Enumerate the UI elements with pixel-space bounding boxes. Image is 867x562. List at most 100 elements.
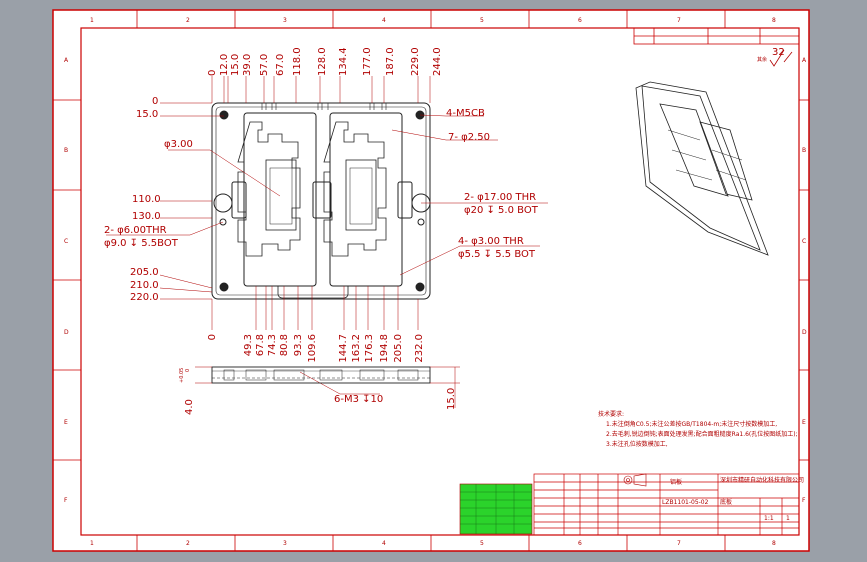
zone-right-e: E — [802, 419, 806, 426]
zone-top-7: 7 — [677, 17, 681, 24]
zone-bot-7: 7 — [677, 540, 681, 547]
zone-top-5: 5 — [480, 17, 484, 24]
zone-ticks — [53, 10, 809, 551]
zone-top-3: 3 — [283, 17, 287, 24]
dim-bot-144: 144.7 — [338, 334, 349, 363]
zone-right-a: A — [802, 57, 807, 64]
isometric-view — [635, 81, 769, 256]
notes-line3: 3.未注孔位按数模加工, — [606, 440, 668, 448]
dim-top-244: 244.0 — [432, 47, 443, 76]
dim-top-0: 0 — [207, 70, 218, 76]
zone-bot-3: 3 — [283, 540, 287, 547]
dim-top-57: 57.0 — [259, 54, 270, 76]
zone-bot-5: 5 — [480, 540, 484, 547]
callout-m3: 6-M3 ↧10 — [334, 394, 383, 405]
dim-left-220: 220.0 — [130, 292, 159, 303]
dim-top-134: 134.4 — [338, 47, 349, 76]
svg-text:其余: 其余 — [757, 56, 767, 63]
dim-top-39: 39.0 — [242, 54, 253, 76]
dim-bot-109: 109.6 — [307, 334, 318, 363]
tb-sheet: 1 — [786, 515, 790, 522]
tb-company: 深圳市精研自动化科技有限公司 — [720, 476, 804, 484]
side-dim-0: 0 — [185, 369, 191, 372]
dim-top-177: 177.0 — [362, 47, 373, 76]
revision-table — [633, 27, 800, 45]
zone-right-c: C — [802, 238, 806, 245]
zone-markers-top: 1 2 3 4 5 6 7 8 1 2 3 4 5 6 7 8 — [90, 17, 776, 547]
zone-top-6: 6 — [578, 17, 582, 24]
projection-symbol — [623, 473, 647, 487]
dim-left-15: 15.0 — [136, 109, 158, 120]
side-dim-005: +0.05 — [179, 368, 185, 383]
zone-left-a: A — [64, 57, 69, 64]
approval-stamp — [459, 483, 533, 535]
technical-notes: 技术要求: 1.未注倒角C0.5;未注公差按GB/T1804-m;未注尺寸按数模… — [598, 410, 798, 448]
dim-bot-93: 93.3 — [293, 334, 304, 356]
dim-bot-194: 194.8 — [379, 334, 390, 363]
side-dim-4: 4.0 — [184, 399, 195, 415]
title-block — [533, 473, 800, 536]
dim-top-12: 12.0 — [219, 54, 230, 76]
zone-left-c: C — [64, 238, 68, 245]
tb-scale: 1:1 — [764, 515, 774, 522]
callout-3: 4- φ3.00 THR — [458, 236, 524, 247]
dim-left-0: 0 — [152, 96, 158, 107]
callout-6: 2- φ6.00THR — [104, 225, 167, 236]
dim-bot-163: 163.2 — [351, 334, 362, 363]
notes-title: 技术要求: — [598, 410, 624, 418]
dim-bot-80: 80.8 — [279, 334, 290, 356]
dim-left-210: 210.0 — [130, 280, 159, 291]
dim-bot-232: 232.0 — [414, 334, 425, 363]
dimensions-bottom: 0 49.3 67.8 74.3 80.8 93.3 109.6 144.7 1… — [207, 286, 425, 363]
zone-right-f: F — [802, 497, 806, 504]
dim-bot-67: 67.8 — [255, 334, 266, 356]
dimension-extensions-top — [211, 76, 431, 103]
roughness-symbol: 其余 32 — [757, 47, 793, 67]
zone-top-2: 2 — [186, 17, 190, 24]
zone-right-b: B — [802, 147, 806, 154]
tb-material: 铝板 — [670, 478, 682, 486]
plate-side-view — [211, 366, 431, 384]
dim-top-187: 187.0 — [385, 47, 396, 76]
callout-250: 7- φ2.50 — [448, 132, 490, 143]
zone-bot-1: 1 — [90, 540, 94, 547]
zone-left-e: E — [64, 419, 68, 426]
dim-top-15: 15.0 — [230, 54, 241, 76]
dim-left-205: 205.0 — [130, 267, 159, 278]
zone-top-1: 1 — [90, 17, 94, 24]
notes-line2: 2.去毛刺,锐边倒钝;表面处理发黑;配合面粗糙度Ra1.6(孔位按图纸加工); — [606, 430, 798, 438]
title-block-text: LZB1101-05-02 深圳市精研自动化科技有限公司 底板 铝板 1:1 1 — [662, 476, 804, 522]
callout-m5: 4-M5CB — [446, 108, 485, 119]
dim-top-128: 128.0 — [317, 47, 328, 76]
dim-bot-0: 0 — [207, 334, 218, 340]
dim-left-130: 130.0 — [132, 211, 161, 222]
hole-callouts: 4-M5CB 7- φ2.50 φ3.00 2- φ17.00 THR φ20 … — [104, 108, 548, 405]
dim-left-110: 110.0 — [132, 194, 161, 205]
zone-top-8: 8 — [772, 17, 776, 24]
callout-3b: φ5.5 ↧ 5.5 BOT — [458, 249, 536, 260]
dim-bot-205: 205.0 — [393, 334, 404, 363]
zone-bot-2: 2 — [186, 540, 190, 547]
dim-top-67: 67.0 — [275, 54, 286, 76]
roughness-value: 32 — [772, 47, 785, 58]
dimensions-top: 0 12.0 15.0 39.0 57.0 67.0 118.0 128.0 1… — [207, 47, 443, 76]
plate-top-view — [211, 102, 431, 300]
callout-17b: φ20 ↧ 5.0 BOT — [464, 205, 539, 216]
zone-right-d: D — [802, 329, 807, 336]
dim-top-118: 118.0 — [292, 47, 303, 76]
callout-17: 2- φ17.00 THR — [464, 192, 536, 203]
callout-6b: φ9.0 ↧ 5.5BOT — [104, 238, 179, 249]
dim-bot-49: 49.3 — [243, 334, 254, 356]
side-dim-15: 15.0 — [446, 388, 457, 410]
tb-drawing-no: LZB1101-05-02 — [662, 499, 709, 506]
side-view-dims: +0.05 0 4.0 15.0 — [179, 366, 460, 415]
zone-bot-4: 4 — [382, 540, 386, 547]
zone-bot-8: 8 — [772, 540, 776, 547]
dim-bot-74: 74.3 — [267, 334, 278, 356]
tb-part-name: 底板 — [720, 498, 732, 506]
paper — [52, 9, 810, 552]
dimensions-left: 0 15.0 110.0 130.0 205.0 210.0 220.0 — [130, 96, 224, 303]
inner-border — [80, 27, 800, 536]
zone-bot-6: 6 — [578, 540, 582, 547]
